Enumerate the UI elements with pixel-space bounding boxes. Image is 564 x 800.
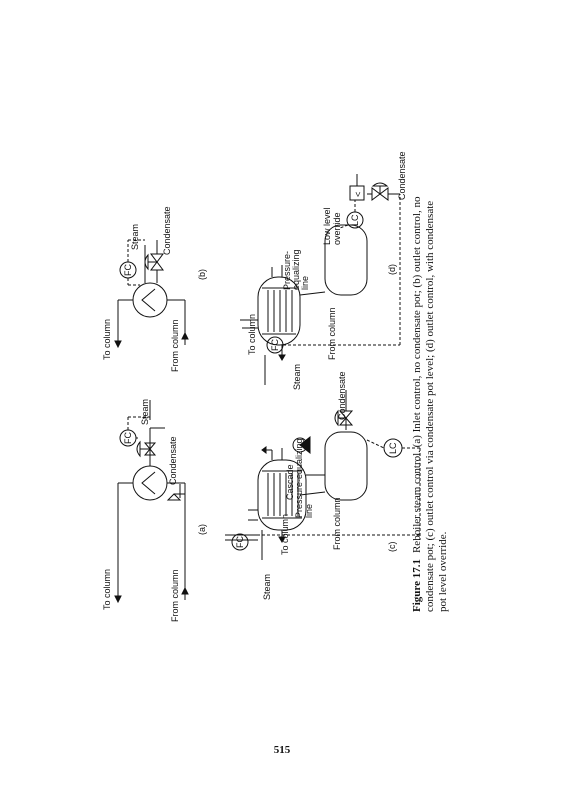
label-fc-a: FC: [123, 432, 133, 444]
label-condensate-d: Condensate: [397, 151, 407, 200]
label-to-column-d: To column: [247, 314, 257, 355]
label-pressure-line-d-2: equalizing: [291, 249, 301, 290]
reboiler-shell-d: [257, 276, 301, 346]
label-lc-d: LC: [350, 214, 360, 226]
condensate-pot-c: [324, 431, 368, 501]
label-lc-c: LC: [388, 442, 398, 454]
steam-trap-a: [166, 493, 182, 501]
condensate-pot-d: [324, 224, 368, 296]
reboiler-exchanger-b: [132, 282, 168, 318]
label-fc-b: FC: [123, 264, 133, 276]
sublabel-d: (d): [387, 264, 397, 275]
label-steam-b: Steam: [130, 224, 140, 250]
label-pressure-line-d-1: Pressure-: [282, 251, 292, 290]
label-fc-d: FC: [270, 339, 280, 351]
label-steam-d: Steam: [292, 364, 302, 390]
figure-caption-line-2: condensate pot; (c) outlet control via c…: [424, 201, 436, 612]
label-steam-a: Steam: [140, 399, 150, 425]
label-low-level-d-2: override: [332, 212, 342, 245]
control-valve-c: [338, 417, 354, 426]
label-to-column-c: To column: [280, 514, 290, 555]
label-from-column-c: From column: [332, 497, 342, 550]
label-pressure-line-c-2: line: [304, 504, 314, 518]
label-from-column-b: From column: [170, 319, 180, 372]
diagram-b: [114, 239, 189, 349]
figure-caption-line-3: pot level override.: [437, 531, 449, 612]
diagram-c: [225, 390, 421, 560]
label-from-column-d: From column: [327, 307, 337, 360]
reboiler-exchanger-a: [132, 465, 168, 501]
label-selector-d: <: [353, 192, 363, 197]
control-valve-a: [143, 448, 157, 456]
label-to-column-a: To column: [102, 569, 112, 610]
exchanger-symbol-a: [141, 471, 156, 495]
fc-instrument-c: [231, 533, 249, 551]
label-fc-c: FC: [235, 536, 245, 548]
label-to-column-b: To column: [102, 319, 112, 360]
control-valve-d: [371, 187, 381, 201]
label-condensate-a: Condensate: [168, 436, 178, 485]
diagram-d: [240, 174, 401, 385]
sublabel-c: (c): [387, 542, 397, 553]
label-pressure-line-d-3: line: [300, 276, 310, 290]
label-low-level-d-1: Low level: [322, 207, 332, 245]
figure-caption-line-1: Figure 17.1Reboiler steam control. (a) I…: [411, 196, 423, 612]
sublabel-a: (a): [197, 524, 207, 535]
sublabel-b: (b): [197, 269, 207, 280]
label-steam-c: Steam: [262, 574, 272, 600]
page-number: 515: [273, 744, 291, 756]
diagram-a: [114, 400, 189, 604]
figure-caption-label: Figure 17.1: [411, 559, 423, 612]
label-cascade-c: Cascade: [285, 464, 295, 500]
label-condensate-c: Condensate: [337, 371, 347, 420]
label-condensate-b: Condensate: [162, 206, 172, 255]
label-pressure-line-c: Pressure-equalizing: [294, 438, 304, 518]
control-valve-b: [150, 261, 164, 271]
label-from-column-a: From column: [170, 569, 180, 622]
